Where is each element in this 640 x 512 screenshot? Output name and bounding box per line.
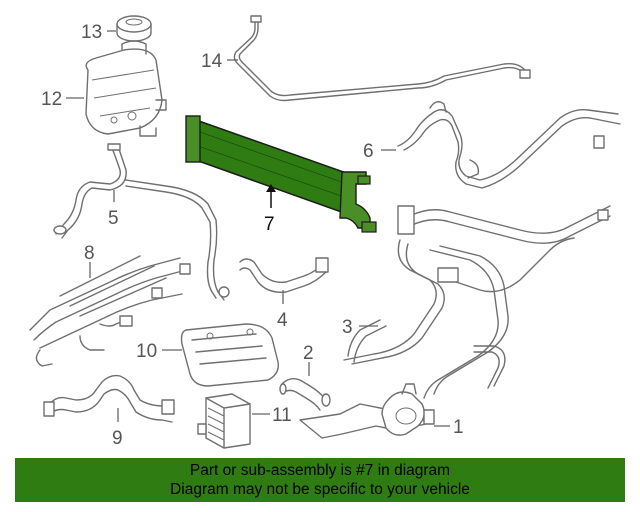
part-3-hose-assembly[interactable] <box>343 205 611 399</box>
part-5-hose[interactable] <box>53 143 230 301</box>
callout-1[interactable]: 1 <box>453 417 464 438</box>
part-11-oil-cooler[interactable] <box>197 393 251 449</box>
callout-9[interactable]: 9 <box>112 428 123 449</box>
callout-10[interactable]: 10 <box>136 341 157 362</box>
callout-5[interactable]: 5 <box>108 208 119 229</box>
part-1-pump-bracket[interactable] <box>299 383 435 439</box>
callout-6[interactable]: 6 <box>363 141 374 162</box>
banner-line-disclaimer: Diagram may not be specific to your vehi… <box>170 481 470 498</box>
callout-7[interactable]: 7 <box>264 214 275 235</box>
part-8-hose-manifold-assembly[interactable] <box>29 255 191 367</box>
callout-12[interactable]: 12 <box>41 89 62 110</box>
info-banner: Part or sub-assembly is #7 in diagram Di… <box>15 458 625 502</box>
part-6-hose-assembly[interactable] <box>397 101 621 189</box>
part-12-coolant-reservoir[interactable] <box>85 40 167 137</box>
leader-7-arrow <box>266 184 276 192</box>
banner-line-part-number: Part or sub-assembly is #7 in diagram <box>189 462 451 479</box>
part-2-hose[interactable] <box>279 377 331 411</box>
callout-11[interactable]: 11 <box>272 405 292 426</box>
exploded-parts-diagram: 13 12 14 7 6 <box>29 15 621 449</box>
callout-3[interactable]: 3 <box>342 317 353 338</box>
part-9-hose[interactable] <box>43 374 175 423</box>
part-10-control-module[interactable] <box>180 323 279 387</box>
callout-2[interactable]: 2 <box>303 343 314 364</box>
callout-4[interactable]: 4 <box>277 310 288 331</box>
callout-13[interactable]: 13 <box>81 22 102 43</box>
part-14-coolant-tube[interactable] <box>233 15 531 102</box>
callout-8[interactable]: 8 <box>84 243 95 264</box>
part-13-reservoir-cap[interactable] <box>116 15 152 42</box>
part-7-radiator[interactable] <box>185 115 377 233</box>
callout-14[interactable]: 14 <box>201 51 223 72</box>
part-4-hose[interactable] <box>239 257 329 293</box>
